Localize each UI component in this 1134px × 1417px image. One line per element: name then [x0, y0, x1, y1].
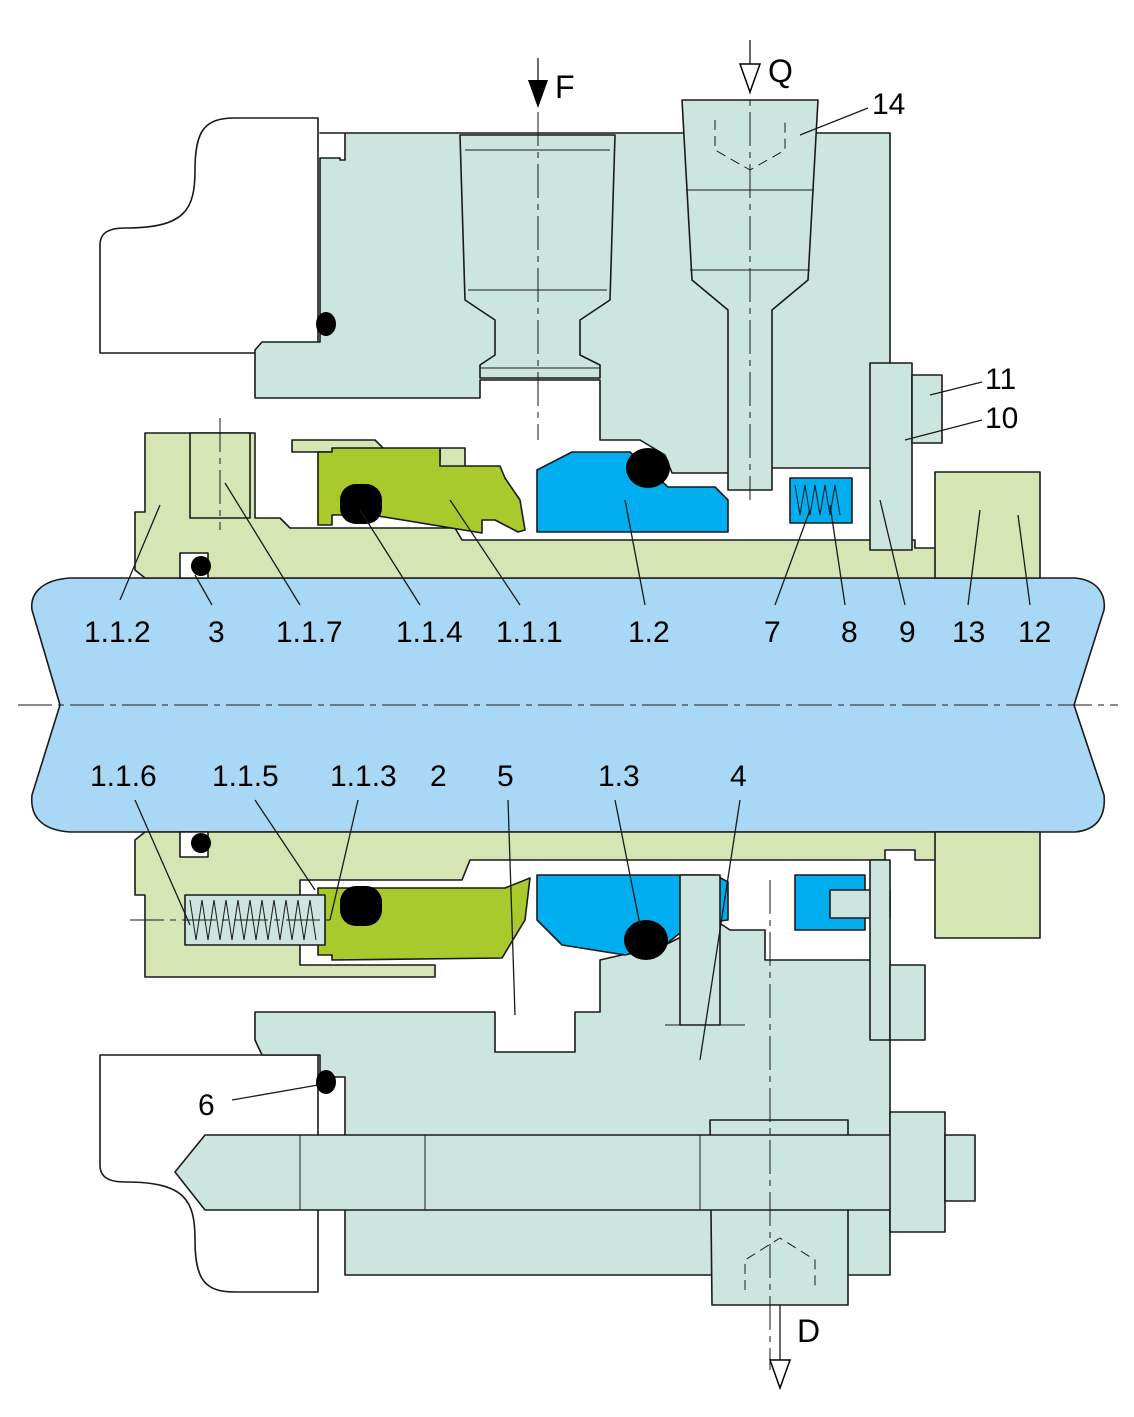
o-ring-1-1-4-top — [340, 484, 382, 524]
spring-8 — [789, 477, 853, 524]
label-13: 13 — [952, 616, 985, 649]
label-14: 14 — [872, 88, 905, 121]
label-2: 2 — [430, 760, 447, 793]
drive-collar-bottom — [934, 831, 1041, 939]
shaft-sleeve — [134, 432, 1041, 978]
set-screw-1-1-7 — [189, 418, 251, 530]
label-3: 3 — [208, 616, 225, 649]
label-9: 9 — [899, 616, 916, 649]
port-q-arrow — [738, 40, 762, 95]
port-f-arrow — [528, 58, 548, 108]
port-d-arrow — [768, 1305, 792, 1391]
leader-lines — [119, 107, 1031, 1101]
o-ring-1-3-housing-bottom — [624, 920, 668, 960]
o-rings — [179, 312, 670, 1094]
o-ring-6-casing-top — [316, 312, 336, 336]
part-labels: 14 11 10 1.1.2 3 1.1.7 1.1.4 1.1.1 1.2 7… — [84, 88, 1051, 1122]
label-1-1-6: 1.1.6 — [90, 760, 157, 793]
retainer-plate-9 — [869, 362, 913, 1041]
label-4: 4 — [730, 760, 747, 793]
label-12: 12 — [1018, 616, 1051, 649]
label-1-1-5: 1.1.5 — [212, 760, 279, 793]
o-ring-3-top — [191, 556, 211, 576]
label-1-1-2: 1.1.2 — [84, 616, 151, 649]
label-6: 6 — [198, 1089, 215, 1122]
port-q-label: Q — [768, 53, 793, 89]
label-1-1-3: 1.1.3 — [330, 760, 397, 793]
label-7: 7 — [764, 616, 781, 649]
bolt-11 — [889, 374, 943, 1041]
housing-screw-4 — [665, 874, 745, 1026]
drive-collar-top — [934, 471, 1041, 579]
label-1-1-1: 1.1.1 — [496, 616, 563, 649]
o-ring-6-casing-bottom — [316, 1070, 336, 1094]
label-1-3: 1.3 — [598, 760, 640, 793]
o-ring-1-1-4-bottom — [340, 886, 382, 926]
label-1-1-7: 1.1.7 — [276, 616, 343, 649]
spring-1-1-6 — [130, 894, 330, 946]
label-1-1-4: 1.1.4 — [396, 616, 463, 649]
o-ring-1-2-housing-top — [626, 448, 670, 488]
label-5: 5 — [497, 760, 514, 793]
label-8: 8 — [841, 616, 858, 649]
port-f-label: F — [555, 69, 575, 105]
label-11: 11 — [985, 363, 1016, 396]
label-1-2: 1.2 — [628, 616, 670, 649]
label-10: 10 — [985, 402, 1018, 435]
stator-upper — [536, 451, 729, 533]
port-d-label: D — [797, 1313, 820, 1349]
housing-stud-bolt — [174, 1111, 976, 1233]
o-ring-3-bottom — [191, 833, 211, 853]
